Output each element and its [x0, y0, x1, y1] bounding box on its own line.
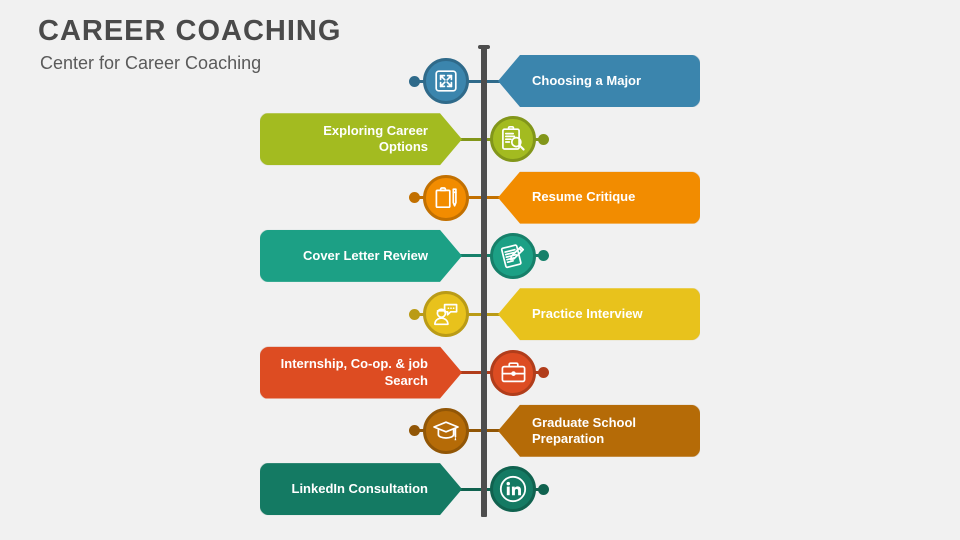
connector-line [452, 137, 494, 141]
connector-line [466, 429, 510, 433]
timeline-label[interactable]: Exploring Career Options [260, 113, 462, 165]
timeline-row: LinkedIn Consultation [0, 460, 960, 518]
graduation-cap-icon [423, 407, 469, 454]
connector-line [452, 487, 494, 491]
timeline-row: Exploring Career Options [0, 110, 960, 168]
fullscreen-expand-icon [423, 58, 469, 104]
connector-dot [538, 133, 549, 145]
page-title: CAREER COACHING [38, 15, 342, 47]
connector-line [466, 79, 510, 83]
connector-dot [409, 75, 420, 87]
timeline-row: Cover Letter Review [0, 227, 960, 285]
clipboard-pencil-icon [423, 174, 469, 221]
timeline-row: Resume Critique [0, 169, 960, 227]
timeline-label[interactable]: Choosing a Major [498, 55, 700, 107]
timeline-label[interactable]: LinkedIn Consultation [260, 463, 462, 515]
timeline-row: Choosing a Major [0, 52, 960, 110]
timeline-label[interactable]: Resume Critique [498, 171, 700, 224]
timeline-label[interactable]: Cover Letter Review [260, 230, 462, 282]
connector-dot [409, 192, 420, 204]
timeline-label[interactable]: Graduate School Preparation [498, 404, 700, 457]
timeline-row: Internship, Co-op. & job Search [0, 344, 960, 402]
timeline-label-text: Resume Critique [532, 189, 636, 205]
connector-dot [409, 308, 420, 320]
connector-line [414, 196, 426, 200]
timeline-label[interactable]: Internship, Co-op. & job Search [260, 347, 462, 399]
heading-block: CAREER COACHING Center for Career Coachi… [38, 16, 341, 74]
connector-line [466, 196, 510, 200]
timeline-row: Practice Interview [0, 285, 960, 343]
person-speech-bubble-icon [423, 291, 469, 338]
timeline-label-text: Internship, Co-op. & job Search [280, 356, 428, 388]
connector-dot [538, 483, 549, 495]
connector-dot [538, 367, 549, 378]
clipboard-search-icon [490, 116, 536, 163]
timeline-label-text: Exploring Career Options [323, 123, 428, 155]
timeline-spine [481, 47, 487, 517]
notepad-pen-icon [490, 232, 536, 279]
connector-line [414, 429, 426, 433]
timeline-label-text: Choosing a Major [532, 72, 642, 88]
timeline-label-text: Cover Letter Review [303, 247, 428, 263]
connector-line [414, 79, 426, 83]
timeline-label[interactable]: Practice Interview [498, 288, 700, 341]
timeline-row: Graduate School Preparation [0, 402, 960, 460]
linkedin-icon [490, 466, 536, 513]
connector-line [452, 371, 494, 374]
timeline-label-text: LinkedIn Consultation [291, 480, 428, 496]
timeline-label-text: Graduate School Preparation [532, 414, 637, 446]
connector-line [466, 312, 510, 316]
page-subtitle: Center for Career Coaching [40, 53, 262, 74]
connector-dot [409, 425, 420, 437]
briefcase-icon [490, 349, 536, 396]
connector-dot [538, 250, 549, 262]
connector-line [414, 312, 426, 316]
timeline-label-text: Practice Interview [532, 306, 643, 322]
connector-line [452, 254, 494, 258]
